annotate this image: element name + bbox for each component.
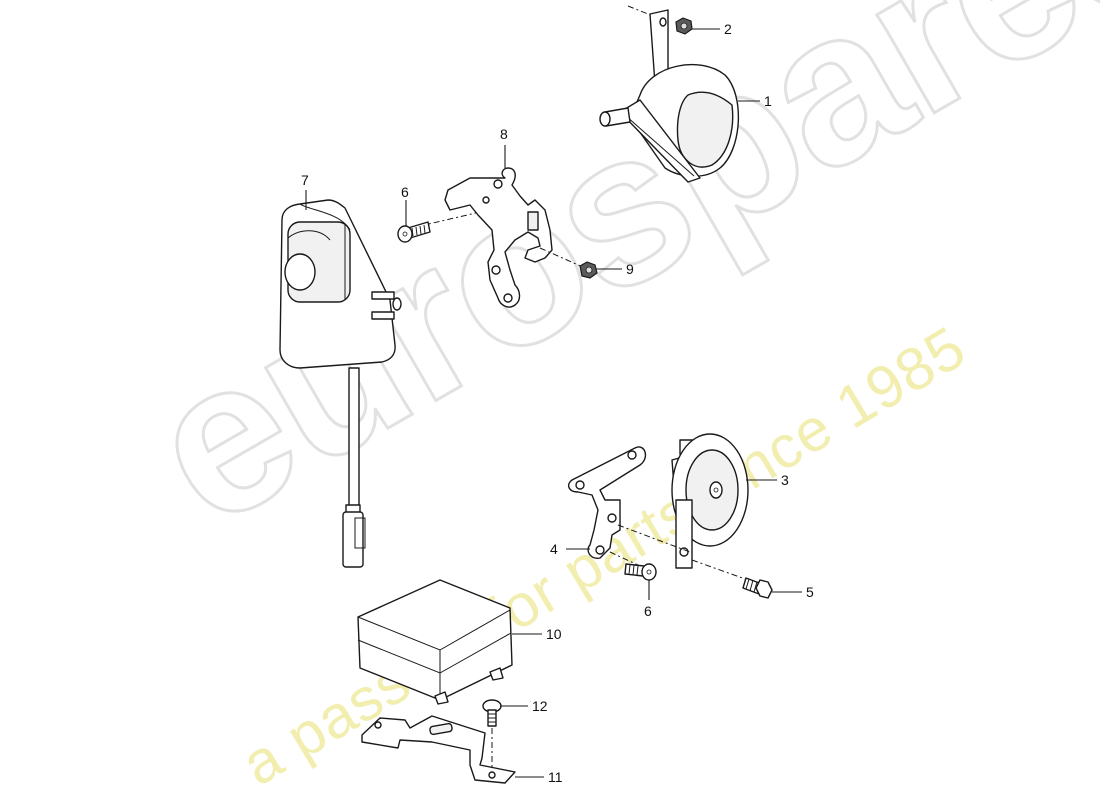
- callout-6-lower[interactable]: 6: [644, 603, 652, 619]
- nut-9-icon: [579, 261, 598, 279]
- horn-3-icon: [671, 433, 749, 569]
- leader-lines: [305, 28, 802, 778]
- siren-7-icon: [279, 199, 402, 568]
- screw-6-upper-icon: [397, 211, 481, 243]
- callout-8[interactable]: 8: [500, 126, 508, 142]
- callout-9[interactable]: 9: [626, 261, 634, 277]
- screw-12-icon: [482, 699, 502, 778]
- control-unit-10-icon: [357, 579, 513, 705]
- callout-7[interactable]: 7: [301, 172, 309, 188]
- callout-4[interactable]: 4: [550, 541, 558, 557]
- bracket-11-icon: [361, 715, 516, 784]
- callout-11[interactable]: 11: [548, 769, 563, 785]
- horn-1-icon: [599, 5, 740, 183]
- callout-1[interactable]: 1: [764, 93, 772, 109]
- callout-2[interactable]: 2: [724, 21, 732, 37]
- callout-3[interactable]: 3: [781, 472, 789, 488]
- nut-2-icon: [675, 17, 693, 35]
- bolt-5-icon: [742, 577, 773, 599]
- bracket-4-icon: [567, 446, 749, 581]
- bracket-8-icon: [444, 167, 586, 308]
- callout-5[interactable]: 5: [806, 584, 814, 600]
- callout-12[interactable]: 12: [532, 698, 548, 714]
- callout-10[interactable]: 10: [546, 626, 562, 642]
- screw-6-lower-icon: [624, 563, 657, 581]
- callout-6-upper[interactable]: 6: [401, 184, 409, 200]
